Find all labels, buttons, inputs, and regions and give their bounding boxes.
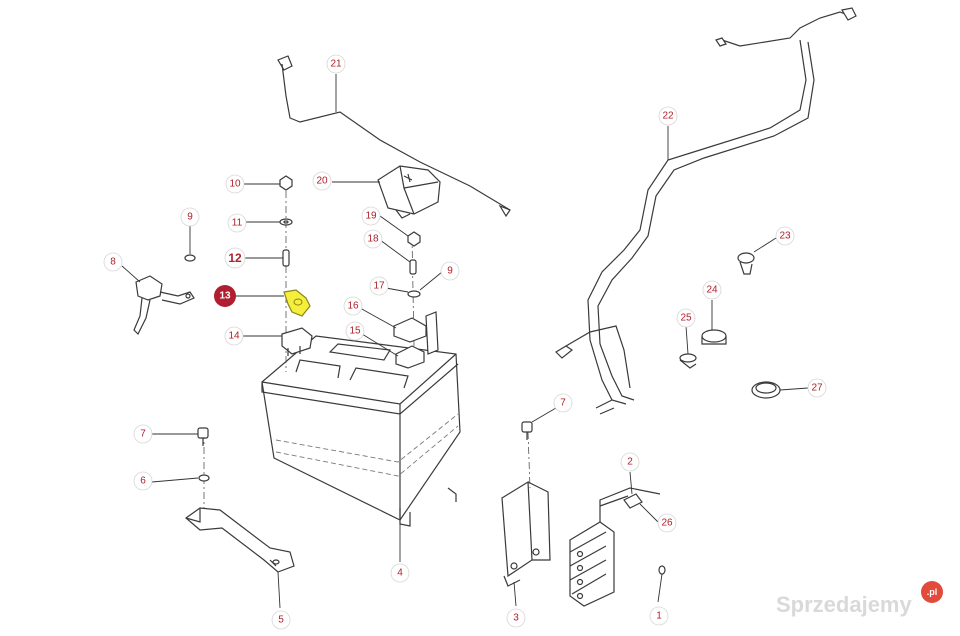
battery-bracket	[185, 507, 295, 573]
clamp-23	[737, 252, 755, 275]
bolt-7-left	[197, 427, 209, 446]
nut-19	[407, 231, 421, 247]
callout-10[interactable]: 10	[225, 174, 245, 194]
grommet-27	[751, 381, 781, 399]
svg-text:7: 7	[140, 429, 146, 440]
fuse-block	[569, 487, 661, 607]
stud-18	[409, 259, 417, 275]
callout-8[interactable]: 8	[103, 252, 123, 272]
callout-11[interactable]: 11	[227, 213, 247, 233]
callout-9-left[interactable]: 9	[180, 207, 200, 227]
svg-text:2: 2	[627, 457, 633, 468]
svg-text:21: 21	[330, 59, 342, 70]
svg-text:10: 10	[229, 179, 241, 190]
svg-text:19: 19	[365, 211, 377, 222]
callout-12[interactable]: 12	[224, 247, 246, 269]
watermark: Sprzedajemy .pl	[776, 581, 943, 617]
callout-14[interactable]: 14	[224, 326, 244, 346]
watermark-suffix: .pl	[927, 587, 938, 597]
callout-2[interactable]: 2	[620, 452, 640, 472]
mounting-plate	[501, 480, 551, 587]
callout-25[interactable]: 25	[676, 308, 696, 328]
callout-5[interactable]: 5	[271, 610, 291, 630]
svg-text:1: 1	[656, 611, 662, 622]
clamp-24	[701, 329, 727, 345]
stud-12	[282, 249, 290, 267]
callout-26[interactable]: 26	[657, 513, 677, 533]
washer-9-left	[184, 254, 196, 262]
callout-7-left[interactable]: 7	[133, 424, 153, 444]
watermark-badge-icon	[921, 581, 943, 603]
callout-3[interactable]: 3	[506, 608, 526, 628]
callout-7-right[interactable]: 7	[553, 393, 573, 413]
leader-lines	[121, 74, 809, 609]
svg-text:5: 5	[278, 615, 284, 626]
svg-text:9: 9	[447, 266, 453, 277]
svg-text:23: 23	[779, 231, 791, 242]
callout-18[interactable]: 18	[363, 229, 383, 249]
svg-text:3: 3	[513, 613, 519, 624]
terminal-clamp-14	[281, 327, 313, 356]
callout-21[interactable]: 21	[326, 54, 346, 74]
callout-20[interactable]: 20	[312, 171, 332, 191]
clip	[623, 493, 643, 509]
callout-15[interactable]: 15	[345, 321, 365, 341]
callout-24[interactable]: 24	[702, 280, 722, 300]
callout-13-highlighted[interactable]: 13	[214, 285, 236, 307]
terminal-clamp-15	[395, 345, 425, 369]
nut-10	[279, 175, 293, 191]
svg-text:27: 27	[811, 383, 823, 394]
callout-16[interactable]: 16	[343, 296, 363, 316]
callout-4[interactable]: 4	[390, 563, 410, 583]
svg-text:8: 8	[110, 257, 116, 268]
svg-text:26: 26	[661, 518, 673, 529]
washer-6	[198, 474, 210, 482]
battery	[261, 335, 461, 527]
svg-text:4: 4	[397, 568, 403, 579]
svg-text:16: 16	[347, 301, 359, 312]
svg-text:22: 22	[662, 111, 674, 122]
terminal-clamp-16	[393, 311, 439, 355]
callout-17[interactable]: 17	[369, 276, 389, 296]
svg-text:7: 7	[560, 398, 566, 409]
screw-1	[658, 565, 666, 575]
callout-19[interactable]: 19	[361, 206, 381, 226]
negative-cable	[133, 275, 195, 336]
svg-text:18: 18	[367, 234, 379, 245]
svg-text:9: 9	[187, 212, 193, 223]
svg-text:24: 24	[706, 285, 718, 296]
cable-harness	[555, 7, 857, 415]
callout-6[interactable]: 6	[133, 471, 153, 491]
callout-1[interactable]: 1	[649, 606, 669, 626]
svg-text:25: 25	[680, 313, 692, 324]
svg-text:20: 20	[316, 176, 328, 187]
callout-9-right[interactable]: 9	[440, 261, 460, 281]
svg-text:15: 15	[349, 326, 361, 337]
ground-cable	[277, 55, 511, 218]
battery-terminal-highlighted	[283, 289, 311, 317]
svg-text:17: 17	[373, 281, 385, 292]
svg-text:13: 13	[219, 291, 231, 302]
svg-text:6: 6	[140, 476, 146, 487]
clamp-25	[679, 353, 697, 369]
callout-22[interactable]: 22	[658, 106, 678, 126]
bolt-7-right	[521, 421, 533, 440]
svg-text:12: 12	[228, 251, 242, 265]
svg-text:14: 14	[228, 331, 240, 342]
watermark-text: Sprzedajemy	[776, 592, 912, 617]
washer-11	[279, 218, 293, 226]
callout-23[interactable]: 23	[775, 226, 795, 246]
relay-box	[377, 165, 441, 219]
svg-text:11: 11	[232, 218, 243, 229]
washer-17	[407, 290, 421, 298]
callout-27[interactable]: 27	[807, 378, 827, 398]
